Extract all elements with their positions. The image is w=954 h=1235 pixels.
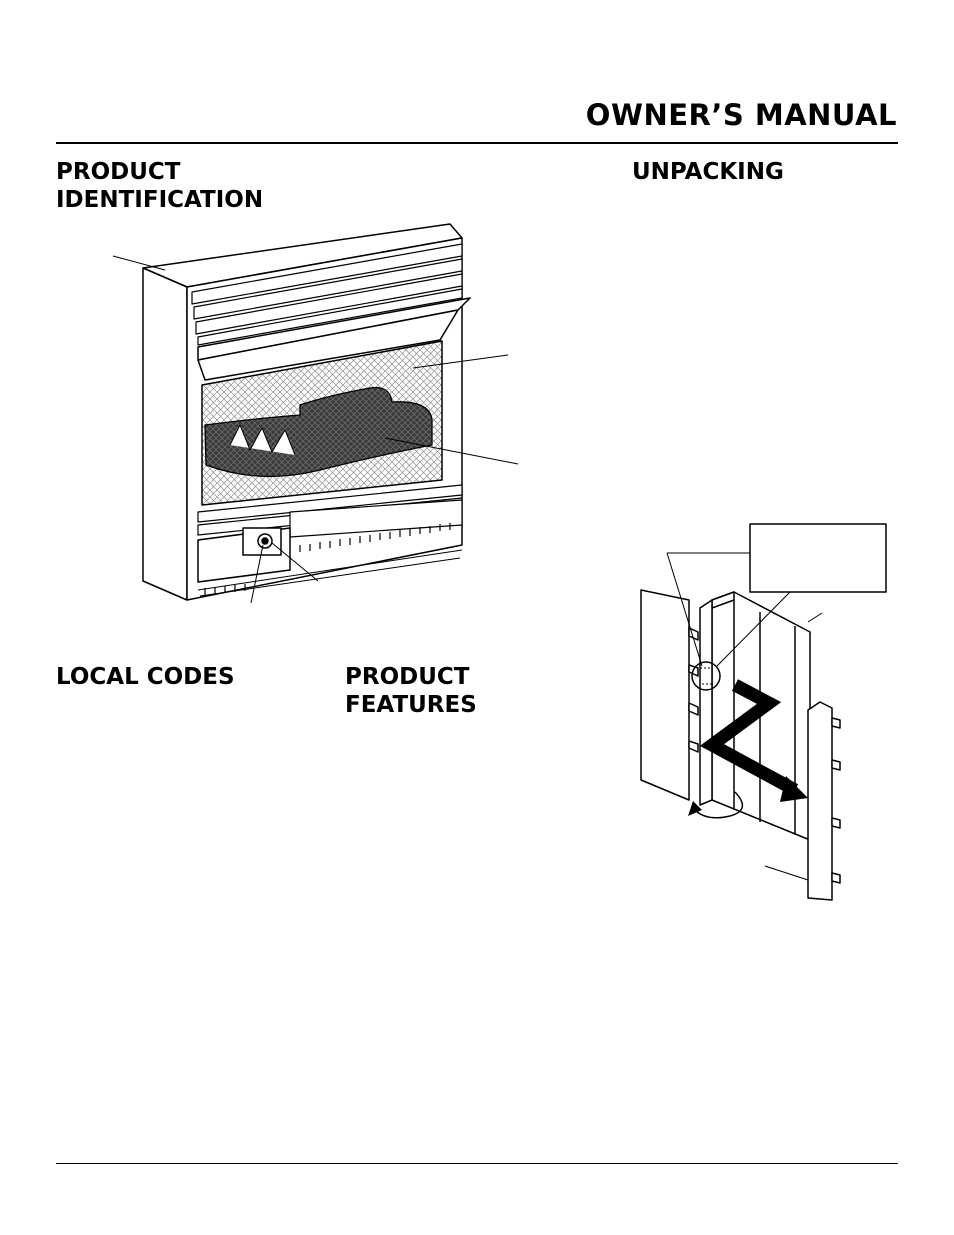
page-title: OWNER’S MANUAL: [585, 98, 897, 132]
heading-product-identification-line2: IDENTIFICATION: [56, 187, 264, 213]
z-arrow-head: [780, 776, 808, 802]
side-panel: [807, 701, 833, 901]
heading-unpacking: UNPACKING: [632, 159, 784, 185]
top-louvres: [191, 243, 463, 346]
footer-rule: [56, 1163, 898, 1164]
callout-box: [749, 523, 887, 593]
rotation-arrow: [692, 791, 744, 819]
heading-product-identification: PRODUCT IDENTIFICATION: [56, 158, 263, 214]
heading-product-features: PRODUCT FEATURES: [345, 663, 477, 719]
header-rule: [56, 142, 898, 144]
heading-local-codes: LOCAL CODES: [56, 664, 235, 690]
logs: [204, 386, 433, 478]
vent-slits: [204, 523, 451, 595]
heading-product-features-line1: PRODUCT: [345, 664, 470, 690]
unpacking-leader-lines: [666, 552, 823, 881]
z-arrow: [699, 679, 799, 796]
bottom-louvres: [197, 484, 463, 538]
detail-circle: [691, 661, 721, 691]
heater-leader-lines: [112, 255, 519, 604]
heading-product-features-line2: FEATURES: [345, 692, 477, 718]
carton-flap: [640, 589, 690, 801]
heading-product-identification-line1: PRODUCT: [56, 159, 181, 185]
